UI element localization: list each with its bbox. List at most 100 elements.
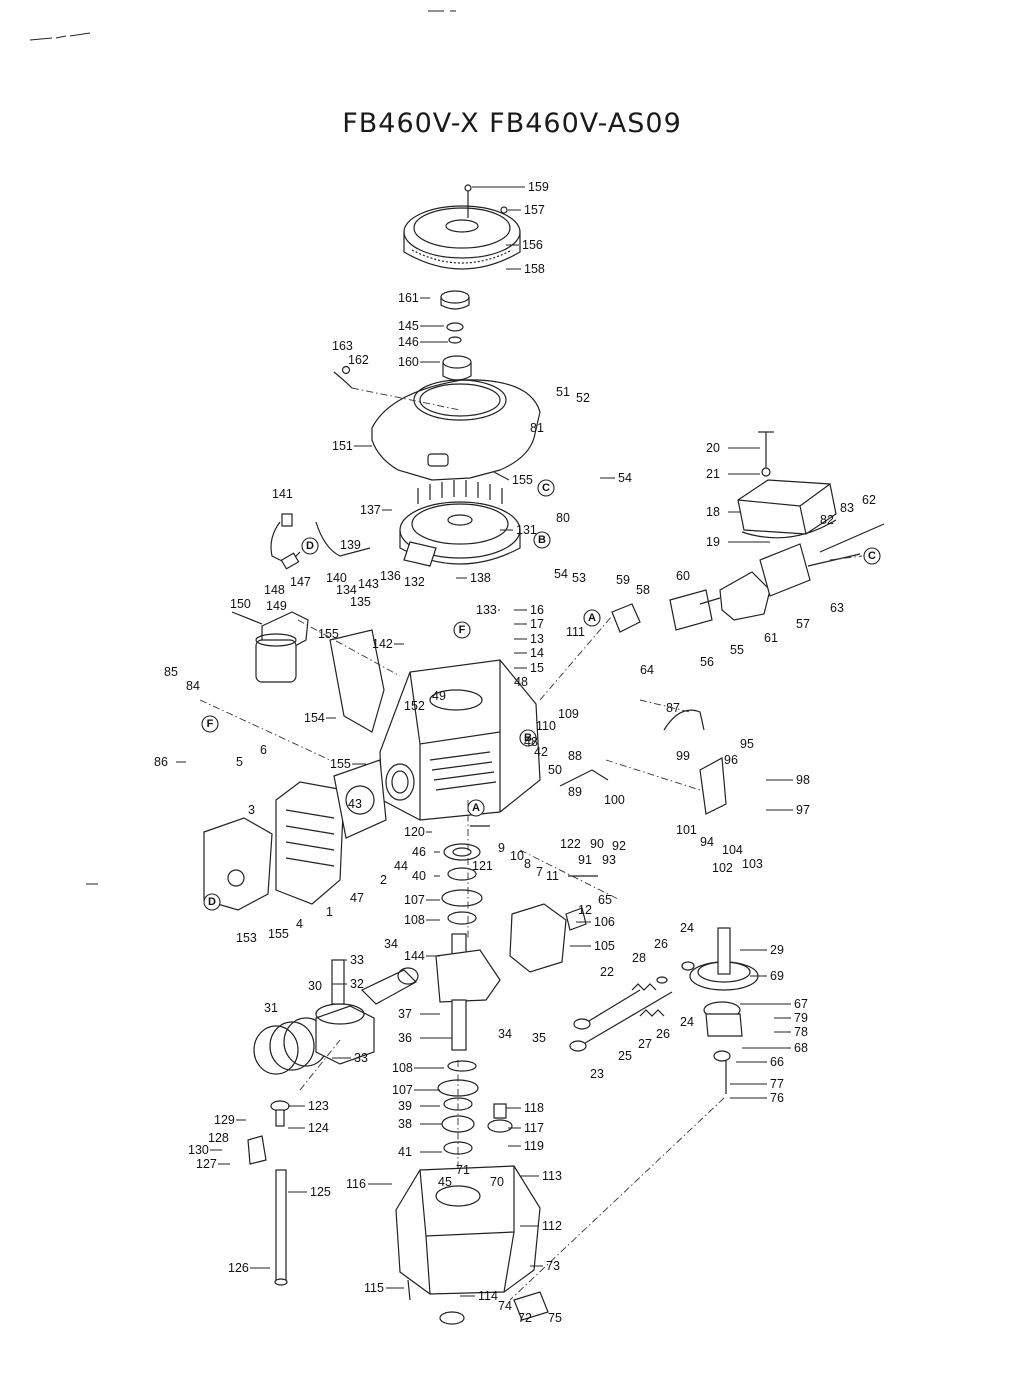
part-label-62: 62 (862, 493, 876, 507)
part-number-labels: 1234567891011121314151617181920212223242… (154, 180, 876, 1325)
part-label-15: 15 (530, 661, 544, 675)
part-label-88: 88 (568, 749, 582, 763)
part-label-80: 80 (556, 511, 570, 525)
part-label-148: 148 (264, 583, 285, 597)
part-label-60: 60 (676, 569, 690, 583)
callout-A-7: A (467, 799, 485, 817)
crankshaft (435, 933, 501, 1072)
part-label-65: 65 (598, 893, 612, 907)
part-label-48: 48 (514, 675, 528, 689)
part-label-64: 64 (640, 663, 654, 677)
part-label-110: 110 (536, 719, 556, 733)
part-label-100: 100 (604, 793, 625, 807)
part-label-55: 55 (730, 643, 744, 657)
callout-D-4: D (301, 537, 319, 555)
part-label-45: 45 (438, 1175, 452, 1189)
governor-plate (559, 709, 727, 815)
part-label-79: 79 (794, 1011, 808, 1025)
ignition-coil (270, 513, 437, 570)
part-label-147: 147 (290, 575, 311, 589)
part-label-72: 72 (518, 1311, 532, 1325)
part-label-131: 131 (516, 523, 537, 537)
part-label-104: 104 (722, 843, 743, 857)
part-label-108: 108 (404, 913, 425, 927)
callout-B-6: B (519, 729, 537, 747)
svg-text:D: D (208, 896, 216, 908)
part-label-33b: 33 (354, 1051, 368, 1065)
part-label-105: 105 (594, 939, 615, 953)
part-label-34: 34 (384, 937, 398, 951)
part-label-13: 13 (530, 632, 544, 646)
part-label-116: 116 (346, 1177, 366, 1191)
part-label-150: 150 (230, 597, 251, 611)
part-label-44: 44 (394, 859, 408, 873)
part-label-67: 67 (794, 997, 808, 1011)
part-label-155: 155 (512, 473, 533, 487)
part-label-81: 81 (530, 421, 544, 435)
recoil-starter-assembly (403, 184, 521, 270)
part-label-142: 142 (372, 637, 393, 651)
part-label-43: 43 (348, 797, 362, 811)
part-label-37: 37 (398, 1007, 412, 1021)
part-label-12: 12 (578, 903, 592, 917)
part-label-56: 56 (700, 655, 714, 669)
part-label-28: 28 (632, 951, 646, 965)
svg-text:A: A (472, 802, 480, 814)
part-label-152: 152 (404, 699, 425, 713)
cylinder-head (275, 759, 387, 905)
part-label-133: 133 (476, 603, 497, 617)
part-label-146: 146 (398, 335, 419, 349)
part-label-24: 24 (680, 921, 694, 935)
part-label-41: 41 (398, 1145, 412, 1159)
part-label-59: 59 (616, 573, 630, 587)
part-label-2: 2 (380, 873, 387, 887)
part-label-98: 98 (796, 773, 810, 787)
part-label-68: 68 (794, 1041, 808, 1055)
part-label-1: 1 (326, 905, 333, 919)
callout-C-0: C (537, 479, 555, 497)
part-label-33: 33 (350, 953, 364, 967)
part-label-54: 54 (618, 471, 632, 485)
part-label-151: 151 (332, 439, 353, 453)
part-label-34b: 34 (498, 1027, 512, 1041)
part-label-149: 149 (266, 599, 287, 613)
governor-gear (487, 1103, 513, 1133)
part-label-36: 36 (398, 1031, 412, 1045)
svg-text:F: F (207, 718, 214, 730)
part-label-70: 70 (490, 1175, 504, 1189)
part-label-82: 82 (820, 513, 834, 527)
part-label-92: 92 (612, 839, 626, 853)
part-label-93: 93 (602, 853, 616, 867)
part-label-16: 16 (530, 603, 544, 617)
part-label-138: 138 (470, 571, 491, 585)
part-label-85: 85 (164, 665, 178, 679)
part-label-143: 143 (358, 577, 379, 591)
part-label-18: 18 (706, 505, 720, 519)
part-label-61: 61 (764, 631, 778, 645)
part-label-140: 140 (326, 571, 347, 585)
part-label-162: 162 (348, 353, 369, 367)
part-label-153: 153 (236, 931, 257, 945)
flywheel (399, 480, 521, 565)
part-label-121: 121 (472, 859, 493, 873)
part-label-122: 122 (560, 837, 581, 851)
part-label-157: 157 (524, 203, 545, 217)
scan-marks (29, 10, 456, 885)
part-label-111: 111 (566, 625, 585, 639)
callout-F-3: F (453, 621, 471, 639)
piston-rings (253, 959, 375, 1075)
part-label-128: 128 (208, 1131, 229, 1145)
svg-text:B: B (524, 732, 532, 744)
part-label-83: 83 (840, 501, 854, 515)
part-label-50: 50 (548, 763, 562, 777)
part-label-119: 119 (524, 1139, 544, 1153)
part-label-19: 19 (706, 535, 720, 549)
part-label-10: 10 (510, 849, 524, 863)
part-label-51: 51 (556, 385, 570, 399)
part-label-40: 40 (412, 869, 426, 883)
part-label-49: 49 (432, 689, 446, 703)
part-label-84: 84 (186, 679, 200, 693)
part-label-29: 29 (770, 943, 784, 957)
part-label-154: 154 (304, 711, 325, 725)
